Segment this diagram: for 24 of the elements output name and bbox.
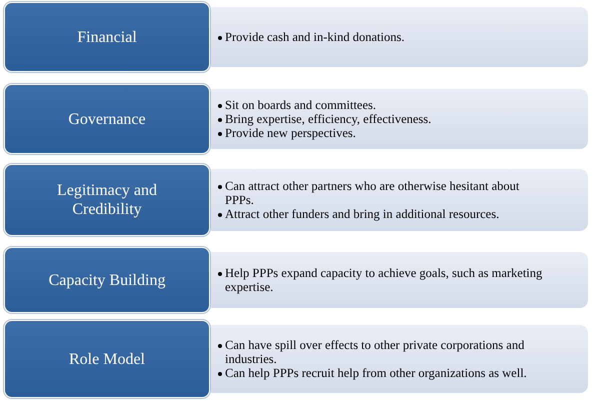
description-panel: [211, 7, 588, 67]
category-title: Capacity Building: [48, 270, 166, 290]
category-box: [4, 247, 210, 313]
category-box: [4, 2, 210, 72]
bullet-text: Provide new perspectives.: [225, 126, 356, 140]
category-title: Governance: [68, 110, 146, 128]
description-panel: [211, 89, 588, 149]
category-title: Role Model: [69, 350, 145, 368]
bullet-text: Can help PPPs recruit help from other organizations as well.: [225, 366, 527, 380]
description-panel: [211, 325, 588, 393]
bullet-text: Can have spill over effects to other private corporations and industries.: [225, 338, 526, 366]
bullet-text: Provide cash and in-kind donations.: [225, 30, 404, 44]
bullet-text: Sit on boards and committees.: [225, 98, 376, 112]
bullet-text: Help PPPs expand capacity to achieve goals, such as marketing expertise.: [225, 266, 543, 294]
category-box: [4, 84, 210, 154]
category-title: Financial: [77, 28, 137, 46]
bullet-text: Attract other funders and bring in additional resources.: [225, 207, 500, 221]
bullet-text: Bring expertise, efficiency, effectiveness.: [225, 112, 432, 126]
category-box: [4, 164, 210, 236]
category-box: [4, 320, 210, 398]
bullet-text: Can attract other partners who are otherwise hesitant about PPPs.: [225, 179, 520, 207]
description-panel: [211, 169, 588, 231]
category-title: Legitimacy and Credibility: [56, 181, 158, 219]
description-panel: [211, 252, 588, 308]
